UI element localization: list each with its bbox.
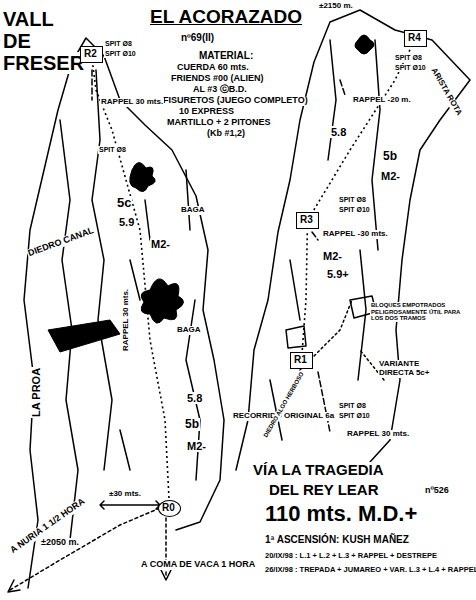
tree-cluster	[130, 162, 155, 191]
topo-label: 5b	[184, 418, 200, 431]
topo-label: DIEDRO CANAL	[26, 226, 96, 260]
tree-cluster	[141, 279, 183, 323]
belay-station: R4	[404, 30, 427, 47]
topo-label: SPIT Ø10	[394, 64, 427, 72]
approach-trail	[10, 508, 160, 590]
topo-label: M2-	[380, 170, 401, 182]
topo-label: RAPPEL -20 m.	[352, 96, 412, 105]
topo-label: ±30 mts.	[108, 490, 142, 499]
topo-label: BAGA	[176, 326, 202, 335]
topo-label: DE	[2, 30, 32, 52]
topo-label: 5.9	[118, 216, 135, 228]
topo-label: SPIT Ø10	[338, 412, 371, 420]
topo-label: SPIT Ø10	[104, 50, 137, 58]
topo-label: VARIANTE DIRECTA 5c+	[378, 360, 450, 378]
topo-label: RAPPEL -30 mts.	[322, 230, 389, 239]
topo-label: FISURETOS (JUEGO COMPLETO)	[162, 96, 309, 106]
topo-label: 1ª ASCENSIÓN: KUSH MAÑEZ	[264, 534, 410, 545]
topo-label: CUERDA 60 mts.	[176, 63, 250, 73]
topo-label: M2-	[186, 440, 207, 452]
topo-label: M2-	[150, 238, 171, 250]
topo-label: nº526	[424, 486, 450, 496]
topo-label: RECORRIDO ORIGINAL 6a	[232, 412, 335, 421]
topo-label: 5.8	[330, 126, 347, 138]
topo-label: 5.9+	[326, 268, 350, 280]
topo-label: 5c	[116, 196, 132, 210]
topo-label: ±2150 m.	[318, 2, 354, 11]
topo-label: SPIT Ø8	[104, 40, 133, 48]
topo-label: DIEDRO ALGO HERBOSO	[262, 370, 306, 439]
topo-label: RAPPEL 30 mts.	[346, 430, 410, 439]
topo-title: EL ACORAZADO	[150, 6, 302, 28]
topo-label: RAPPEL 30 mts.	[100, 98, 164, 107]
belay-station: R1	[290, 352, 313, 369]
topo-label: SPIT Ø8	[394, 54, 423, 62]
shrub-band	[48, 320, 120, 352]
belay-station: R3	[296, 212, 319, 229]
distance-arrow	[100, 501, 160, 509]
topo-label: A COMA DE VACA 1 HORA	[140, 560, 256, 570]
topo-label: SPIT Ø8	[338, 402, 367, 410]
rock-crack	[120, 200, 150, 470]
topo-label: SPIT Ø10	[338, 206, 371, 214]
topo-label: SPIT Ø8	[338, 196, 367, 204]
trail-arrow	[8, 568, 172, 592]
rock-crack	[186, 170, 200, 480]
topo-label: FRIENDS #00 (ALIEN)	[170, 74, 265, 84]
station-name: R1	[294, 354, 307, 365]
topo-label: 5.8	[186, 392, 203, 404]
rock-crack	[92, 70, 112, 470]
topo-label: VALL	[2, 8, 55, 30]
topo-label: FRESER	[2, 52, 85, 74]
belay-station: R2	[80, 46, 103, 63]
topo-label: 110 mts. M.D.+	[264, 502, 418, 526]
climbing-route	[302, 231, 307, 350]
wall-block	[286, 296, 376, 348]
topo-label: MATERIAL:	[198, 50, 254, 61]
climbing-route	[314, 49, 410, 210]
topo-label: VÍA LA TRAGEDIA	[252, 462, 385, 479]
topo-label: DEL REY LEAR	[268, 482, 379, 499]
belay-station: R0	[158, 500, 181, 517]
topo-label: ±2050 m.	[40, 538, 80, 548]
topo-label: LA PROA	[30, 367, 42, 418]
topo-label: BLOQUES EMPOTRADOS PELIGROSAMENTE ÚTIL P…	[370, 302, 468, 322]
topo-label: AL #3 ⓒB.D.	[192, 85, 248, 95]
station-name: R3	[300, 214, 313, 225]
topo-label: MARTILLO + 2 PITONES	[166, 118, 272, 128]
topo-label: nº69(II)	[180, 32, 215, 43]
topo-label: M2-	[322, 250, 343, 262]
topo-label: (Kb #1,2)	[206, 129, 246, 139]
wall-outline	[236, 10, 470, 470]
station-name: R4	[408, 32, 421, 43]
topo-label: RAPPEL 30 mts.	[122, 288, 131, 352]
topo-label: 10 EXPRESS	[178, 107, 235, 117]
topo-label: ARISTA ROTA	[428, 66, 463, 118]
topo-label: SPIT Ø8	[98, 146, 127, 154]
rappel-line	[92, 70, 345, 432]
tree-cluster	[355, 35, 374, 54]
station-name: R2	[84, 48, 97, 59]
station-name: R0	[162, 502, 175, 513]
topo-label: 20/IX/98 : L.1 + L.2 + L.3 + RAPPEL + DE…	[264, 552, 438, 560]
climbing-route	[93, 65, 169, 498]
topo-label: BAGA	[180, 206, 206, 215]
topo-label: 26/IX/98 : TREPADA + JUMAREO + VAR. L.3 …	[264, 566, 476, 574]
topo-label: 5b	[382, 150, 398, 163]
